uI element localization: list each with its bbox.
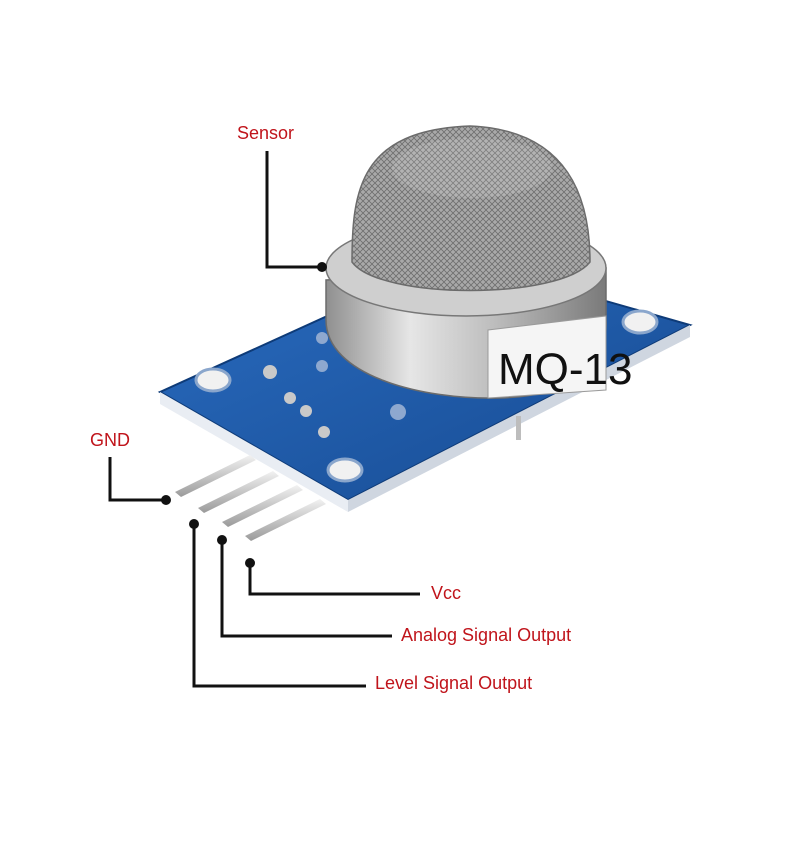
vcc-leader-line	[248, 563, 420, 596]
header-pins	[175, 455, 326, 541]
sensor-label: Sensor	[237, 123, 295, 143]
level-leader-line	[192, 524, 366, 688]
gnd-dot	[161, 495, 171, 505]
sensor-leader-line	[265, 151, 322, 269]
sensor-dot	[317, 262, 327, 272]
level-output-label: Level Signal Output	[375, 673, 533, 693]
leader-lines	[108, 151, 420, 688]
gas-sensor-can: MQ-13	[325, 125, 632, 399]
analog-output-label: Analog Signal Output	[401, 625, 572, 645]
analog-dot	[217, 535, 227, 545]
vcc-label: Vcc	[431, 583, 462, 603]
gnd-leader-line	[108, 457, 166, 502]
level-dot	[189, 519, 199, 529]
sticker-text: MQ-13	[498, 345, 632, 394]
analog-leader-line	[220, 540, 392, 638]
vcc-dot	[245, 558, 255, 568]
leader-dots	[161, 262, 327, 568]
gnd-label: GND	[90, 430, 130, 450]
